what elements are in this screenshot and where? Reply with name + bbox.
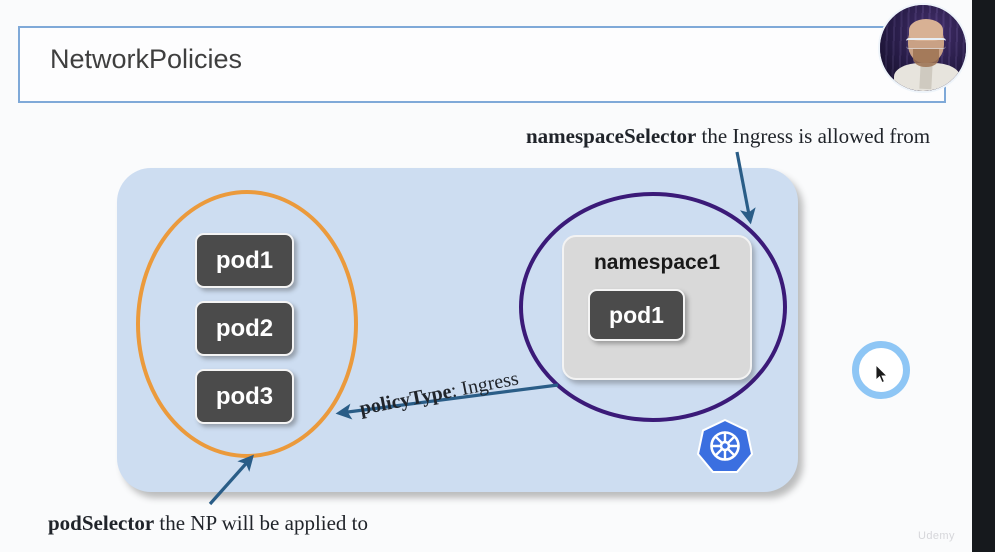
kubernetes-logo xyxy=(696,418,754,474)
pod-box-3: pod3 xyxy=(195,369,294,424)
right-letterbox-bar xyxy=(972,0,995,552)
webcam-glasses xyxy=(906,38,946,49)
slide-title-box: NetworkPolicies xyxy=(18,26,946,103)
namespace-selector-circle xyxy=(519,192,787,422)
webcam-beard xyxy=(913,49,939,67)
pod-box-2: pod2 xyxy=(195,301,294,356)
annotation-term: podSelector xyxy=(48,511,155,535)
pod-label: pod2 xyxy=(215,314,274,342)
udemy-watermark: Udemy xyxy=(918,530,955,542)
pod-label: pod1 xyxy=(609,301,664,328)
slide-canvas: NetworkPolicies pod1 pod2 pod3 namespace… xyxy=(0,0,972,552)
webcam-scalp xyxy=(909,19,943,41)
annotation-description: the Ingress is allowed from xyxy=(696,124,931,148)
mouse-pointer-icon xyxy=(875,363,889,384)
annotation-namespace-selector: namespaceSelector the Ingress is allowed… xyxy=(526,124,930,149)
namespace-label: namespace1 xyxy=(593,251,721,274)
annotation-description: the NP will be applied to xyxy=(154,511,369,535)
pod-label: pod3 xyxy=(215,382,274,410)
annotation-term: namespaceSelector xyxy=(526,124,697,148)
page-title: NetworkPolicies xyxy=(50,44,243,74)
namespace-pod-box-1: pod1 xyxy=(588,289,685,341)
annotation-pod-selector: podSelector the NP will be applied to xyxy=(48,511,368,536)
pod-box-1: pod1 xyxy=(195,233,294,288)
pod-label: pod1 xyxy=(215,246,274,274)
presenter-webcam-avatar[interactable] xyxy=(878,3,968,93)
